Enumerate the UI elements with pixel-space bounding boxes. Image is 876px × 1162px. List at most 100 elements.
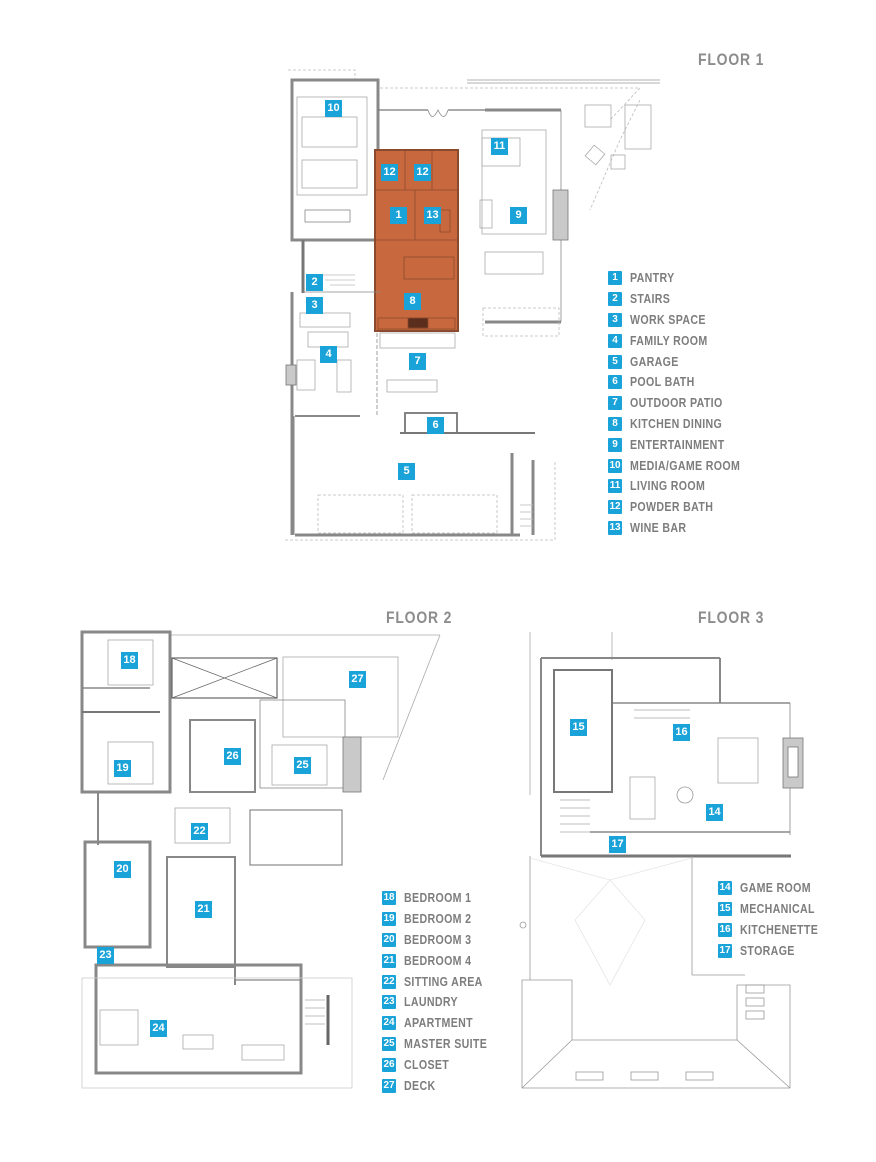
room-number-badge: 19	[382, 912, 396, 927]
legend-item-work-space: 3 WORK SPACE	[608, 310, 760, 331]
room-badge-4: 4	[320, 346, 337, 363]
legend-item-sitting-area: 22 SITTING AREA	[382, 971, 502, 992]
legend-label: POOL BATH	[630, 375, 695, 390]
room-number-badge: 2	[608, 292, 622, 307]
legend-item-master-suite: 25 MASTER SUITE	[382, 1034, 502, 1055]
legend-label: KITCHENETTE	[740, 922, 819, 937]
room-number-badge: 25	[382, 1036, 396, 1051]
legend-item-family-room: 4 FAMILY ROOM	[608, 330, 760, 351]
floor-3-plan	[519, 632, 804, 1089]
floor-3-title: FLOOR 3	[698, 608, 765, 627]
floor-1-plan	[285, 69, 660, 541]
room-badge-18: 18	[121, 652, 138, 669]
room-badge-13: 13	[424, 207, 441, 224]
room-badge-26: 26	[224, 748, 241, 765]
room-number-badge: 16	[718, 922, 732, 937]
legend-label: FAMILY ROOM	[630, 333, 708, 348]
room-badge-27: 27	[349, 671, 366, 688]
legend-item-pantry: 1 PANTRY	[608, 268, 760, 289]
room-badge-17: 17	[609, 836, 626, 853]
room-number-badge: 20	[382, 932, 396, 947]
floor-2-plan	[80, 630, 441, 1089]
room-number-badge: 18	[382, 891, 396, 906]
legend-label: DECK	[404, 1078, 436, 1093]
legend-label: BEDROOM 4	[404, 953, 472, 968]
legend-item-kitchenette: 16 KITCHENETTE	[718, 920, 832, 941]
room-number-badge: 15	[718, 902, 732, 917]
room-badge-11: 11	[491, 138, 508, 155]
room-badge-6: 6	[427, 417, 444, 434]
room-number-badge: 24	[382, 1016, 396, 1031]
legend-item-storage: 17 STORAGE	[718, 940, 832, 961]
legend-item-pool-bath: 6 POOL BATH	[608, 372, 760, 393]
legend-label: WINE BAR	[630, 520, 687, 535]
legend-label: GARAGE	[630, 354, 679, 369]
room-badge-7: 7	[409, 353, 426, 370]
legend-item-bedroom-4: 21 BEDROOM 4	[382, 950, 502, 971]
legend-label: OUTDOOR PATIO	[630, 396, 723, 411]
room-badge-12: 12	[381, 164, 398, 181]
room-number-badge: 26	[382, 1057, 396, 1072]
legend-label: MASTER SUITE	[404, 1036, 488, 1051]
room-badge-14: 14	[706, 804, 723, 821]
legend-label: APARTMENT	[404, 1016, 473, 1031]
legend-label: WORK SPACE	[630, 312, 706, 327]
room-badge-9: 9	[510, 207, 527, 224]
legend-item-apartment: 24 APARTMENT	[382, 1013, 502, 1034]
legend-label: STORAGE	[740, 943, 795, 958]
room-number-badge: 11	[608, 479, 622, 494]
room-number-badge: 14	[718, 881, 732, 896]
room-number-badge: 4	[608, 333, 622, 348]
room-number-badge: 1	[608, 271, 622, 286]
room-badge-10: 10	[325, 100, 342, 117]
legend-label: MEDIA/GAME ROOM	[630, 458, 741, 473]
legend-label: KITCHEN DINING	[630, 416, 723, 431]
room-number-badge: 5	[608, 354, 622, 369]
legend-label: LAUNDRY	[404, 995, 458, 1010]
legend-label: GAME ROOM	[740, 881, 811, 896]
room-badge-20: 20	[114, 861, 131, 878]
room-badge-8: 8	[404, 293, 421, 310]
floor-1-legend: 1 PANTRY 2 STAIRS 3 WORK SPACE 4 FAMILY ROOM…	[608, 268, 760, 538]
room-number-badge: 23	[382, 995, 396, 1010]
room-number-badge: 8	[608, 416, 622, 431]
room-number-badge: 22	[382, 974, 396, 989]
room-number-badge: 10	[608, 458, 622, 473]
legend-label: PANTRY	[630, 271, 675, 286]
legend-label: BEDROOM 3	[404, 932, 472, 947]
room-badge-3: 3	[306, 297, 323, 314]
floor-2-title: FLOOR 2	[386, 608, 453, 627]
room-number-badge: 27	[382, 1078, 396, 1093]
room-number-badge: 3	[608, 312, 622, 327]
room-badge-2: 2	[306, 274, 323, 291]
room-badge-21: 21	[195, 901, 212, 918]
legend-label: SITTING AREA	[404, 974, 483, 989]
room-badge-25: 25	[294, 757, 311, 774]
room-number-badge: 17	[718, 943, 732, 958]
legend-label: ENTERTAINMENT	[630, 437, 725, 452]
room-badge-24: 24	[150, 1020, 167, 1037]
legend-label: POWDER BATH	[630, 500, 714, 515]
legend-item-game-room: 14 GAME ROOM	[718, 878, 832, 899]
legend-label: STAIRS	[630, 292, 671, 307]
floor-1-title: FLOOR 1	[698, 50, 765, 69]
room-number-badge: 21	[382, 953, 396, 968]
legend-item-bedroom-1: 18 BEDROOM 1	[382, 888, 502, 909]
legend-item-deck: 27 DECK	[382, 1075, 502, 1096]
legend-item-media-game-room: 10 MEDIA/GAME ROOM	[608, 455, 760, 476]
room-badge-1: 1	[390, 207, 407, 224]
room-number-badge: 6	[608, 375, 622, 390]
legend-label: BEDROOM 1	[404, 891, 472, 906]
legend-item-garage: 5 GARAGE	[608, 351, 760, 372]
room-badge-23: 23	[97, 947, 114, 964]
legend-item-bedroom-3: 20 BEDROOM 3	[382, 930, 502, 951]
legend-label: CLOSET	[404, 1057, 450, 1072]
room-badge-19: 19	[114, 760, 131, 777]
